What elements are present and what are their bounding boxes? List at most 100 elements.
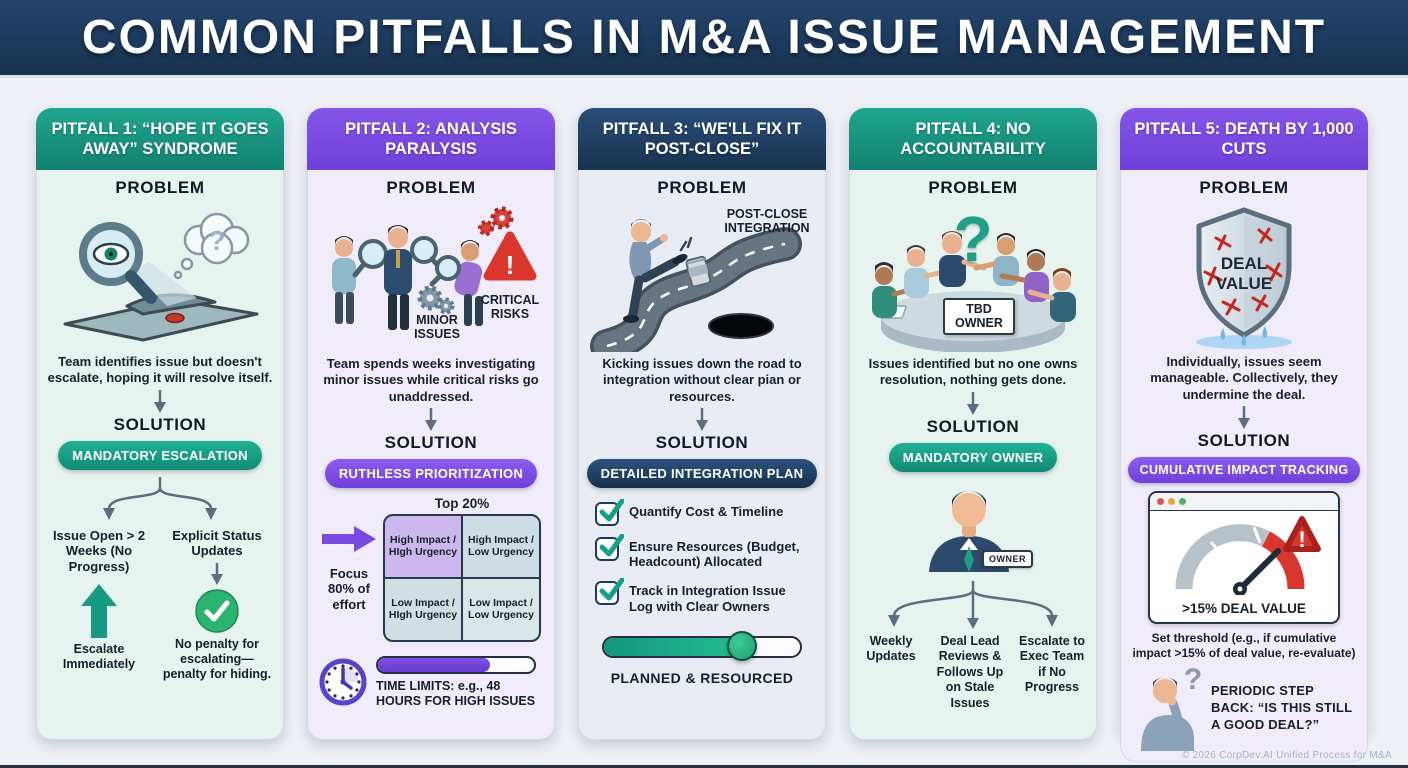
analysis-paralysis-illustration: ! MINOR ISSUES CRITICAL RISKS [318,202,544,352]
impact-gauge-icon: ! [1175,515,1321,596]
checklist-item: Quantify Cost & Timeline [595,498,813,526]
time-progress-bar [376,655,536,674]
impact-urgency-matrix: High Impact / HIgh Urgency High Impact /… [383,513,541,642]
checklist-item-label: Quantify Cost & Timeline [629,503,784,519]
integration-plan-checklist: Quantify Cost & Timeline Ensure Resource… [589,498,815,614]
owner-badge: OWNER [982,549,1033,568]
checklist-item-label: Ensure Resources (Budget, Headcount) All… [629,538,800,570]
minor-issues-label: MINOR ISSUES [414,313,460,341]
solution-heading: SOLUTION [926,416,1020,436]
problem-heading: PROBLEM [1199,178,1289,197]
checkbox-checked-icon [595,577,624,605]
shield-text-line1: DEAL [1220,254,1268,273]
pitfall-3-card: PITFALL 3: “WE'LL FIX IT POST-CLOSE” PRO… [578,108,826,740]
pitfall-3-solution-pill: DETAILED INTEGRATION PLAN [586,458,818,488]
no-penalty-caption: No penalty for escalating—penalty for hi… [162,636,272,681]
pitfall-4-title: PITFALL 4: NO ACCOUNTABILITY [849,108,1097,170]
down-arrow-icon [696,407,708,431]
pitfall-columns: PITFALL 1: “HOPE IT GOES AWAY” SYNDROME … [0,78,1408,762]
two-branch-connector-icon [103,476,217,520]
down-arrow-icon [425,407,437,431]
no-owner-illustration: ? TBD OWNER [860,202,1086,353]
branch-issue-open-label: Issue Open > 2 Weeks (No Progress) [52,527,146,574]
thought-question-mark: ? [208,225,225,256]
critical-risks-label: CRITICAL RISKS [480,293,540,321]
checkbox-checked-icon [595,533,624,561]
clock-icon [319,658,367,706]
matrix-cell-low-high: Low Impact / HIgh Urgency [385,578,461,640]
branch-deal-lead-reviews: Deal Lead Reviews & Follows Up on Stale … [936,633,1004,711]
checkbox-checked-icon [595,498,624,526]
post-close-integration-label: POST-CLOSE INTEGRATION [724,207,810,235]
pitfall-4-problem-text: Issues identified but no one owns resolu… [868,356,1078,388]
pitfall-3-problem-text: Kicking issues down the road to integrat… [602,356,802,404]
down-arrow-icon [967,391,979,415]
checklist-item: Track in Integration Issue Log with Clea… [595,577,813,614]
kick-can-illustration: POST-CLOSE INTEGRATION [589,202,815,363]
pitfall-5-problem-text: Individually, issues seem manageable. Co… [1150,354,1338,402]
time-progress-fill [378,657,491,672]
pitfall-4-solution-pill: MANDATORY OWNER [888,442,1058,472]
magnifier-rug-icon: ? [63,212,259,342]
matrix-cell-high-high: High Impact / HIgh Urgency [385,515,461,577]
branch-status-updates-label: Explicit Status Updates [172,527,262,559]
pitfall-1-problem-text: Team identifies issue but doesn't escala… [47,354,273,386]
pitfall-4-card: PITFALL 4: NO ACCOUNTABILITY PROBLEM [849,108,1097,740]
branch-escalate-exec: Escalate to Exec Team if No Progress [1018,633,1085,695]
meeting-table-icon [872,231,1076,353]
page-title: COMMON PITFALLS IN M&A ISSUE MANAGEMENT [81,11,1327,64]
problem-heading: PROBLEM [386,178,476,197]
escalate-immediately-caption: Escalate Immediately [62,642,136,672]
tbd-owner-sign: TBD OWNER [943,298,1015,335]
check-circle-icon [195,588,239,633]
small-down-arrow-icon [211,562,223,585]
pitfall-1-title: PITFALL 1: “HOPE IT GOES AWAY” SYNDROME [36,108,284,170]
window-dot-orange [1168,497,1175,505]
escalate-up-arrow-icon [81,584,117,639]
matrix-cell-high-low: High Impact / Low Urgency [463,515,539,577]
focus-effort-label: Focus 80% of effort [328,565,370,612]
solution-heading: SOLUTION [384,432,478,452]
planned-resourced-slider [602,631,802,662]
pitfall-3-title: PITFALL 3: “WE'LL FIX IT POST-CLOSE” [578,108,826,170]
gauge-threshold-label: >15% DEAL VALUE [1182,600,1306,616]
branch-weekly-updates: Weekly Updates [866,633,916,664]
time-limits-block: TIME LIMITS: e.g., 48 HOURS FOR HIGH ISS… [318,655,544,709]
header-banner: COMMON PITFALLS IN M&A ISSUE MANAGEMENT [0,0,1408,78]
pitfall-1-card: PITFALL 1: “HOPE IT GOES AWAY” SYNDROME … [36,108,284,740]
window-dot-red [1157,497,1164,505]
priority-matrix-block: Focus 80% of effort Top 20% High Impact … [318,496,544,642]
pitfall-5-card: PITFALL 5: DEATH BY 1,000 CUTS PROBLEM [1120,108,1368,762]
step-back-block: ? PERIODIC STEP BACK: “IS THIS STILL A G… [1131,667,1357,751]
shield-cuts-illustration: DEAL VALUE [1131,202,1357,350]
focus-right-arrow-icon [322,525,376,552]
pitfall-5-title: PITFALL 5: DEATH BY 1,000 CUTS [1120,108,1368,170]
window-dot-green [1179,497,1186,505]
shield-text: DEAL VALUE [1214,254,1274,293]
winding-road-icon [590,219,802,363]
solution-heading: SOLUTION [1197,430,1291,450]
three-branch-connector-icon [888,580,1058,629]
branch-status-updates: Explicit Status Updates No penalty for e… [161,528,273,682]
pitfall-2-title: PITFALL 2: ANALYSIS PARALYSIS [307,108,555,170]
tracking-dashboard-window: ! >15% DEAL VALUE [1148,490,1340,624]
gauge-alert-exclamation: ! [1298,527,1305,552]
threshold-text: Set threshold (e.g., if cumulative impac… [1132,630,1356,660]
slider-fill [604,638,742,657]
solution-heading: SOLUTION [655,432,749,452]
problem-heading: PROBLEM [115,178,205,197]
alert-exclamation: ! [506,250,515,280]
pitfall-2-problem-text: Team spends weeks investigating minor is… [323,356,539,404]
problem-heading: PROBLEM [928,178,1018,197]
owner-avatar: OWNER [921,480,1033,576]
planned-resourced-label: PLANNED & RESOURCED [610,670,794,687]
down-arrow-icon [1238,405,1250,429]
copyright-text: © 2026 CorpDev.AI Unified Process for M&… [1181,750,1392,761]
tbd-sign-line1: TBD [966,302,992,316]
time-limits-text: TIME LIMITS: e.g., 48 HOURS FOR HIGH ISS… [376,678,536,708]
down-arrow-icon [154,389,166,413]
pitfall-2-solution-pill: RUTHLESS PRIORITIZATION [324,458,538,488]
step-back-text: PERIODIC STEP BACK: “IS THIS STILL A GOO… [1211,683,1352,733]
checklist-item-label: Track in Integration Issue Log with Clea… [629,582,786,614]
tbd-sign-line2: OWNER [955,316,1003,331]
